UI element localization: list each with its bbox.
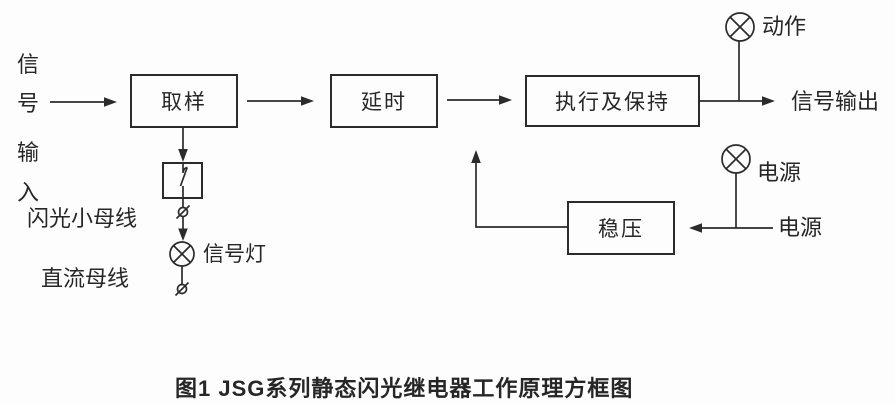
action-lamp-icon (725, 12, 755, 42)
block-voltage-regulator: 稳压 (567, 201, 675, 255)
block-voltage-regulator-label: 稳压 (598, 218, 644, 241)
label-signal-lamp: 信号灯 (203, 243, 266, 266)
block-execute-hold-label: 执行及保持 (555, 91, 670, 114)
block-delay-label: 延时 (361, 91, 407, 114)
label-power-lamp: 电源 (757, 160, 802, 185)
arrow-sampling-down (178, 128, 188, 162)
label-flash-small-bus: 闪光小母线 (27, 206, 138, 231)
switch-contact-icon (162, 162, 203, 207)
label-action-lamp: 动作 (762, 14, 807, 39)
arrow-regulator-feedback (471, 150, 567, 228)
arrow-delay-to-execute (447, 95, 512, 105)
power-lamp-icon (721, 144, 751, 174)
block-execute-hold: 执行及保持 (525, 75, 700, 127)
signal-input-char: 入 (17, 180, 40, 205)
block-delay: 延时 (330, 74, 438, 128)
arrow-execute-to-output (700, 41, 775, 106)
label-power-source: 电源 (778, 215, 823, 240)
block-sampling: 取样 (130, 74, 238, 128)
arrow-power-to-regulator (689, 173, 773, 233)
arrow-to-signal-lamp (178, 217, 188, 241)
label-dc-bus: 直流母线 (41, 266, 130, 291)
signal-input-char: 信 (17, 52, 40, 77)
signal-lamp-icon (169, 241, 195, 267)
arrow-sampling-to-delay (247, 96, 314, 106)
slashed-terminal-icon (174, 266, 190, 297)
slashed-terminal-icon (175, 204, 191, 220)
signal-input-char: 输 (17, 140, 40, 165)
signal-input-char: 号 (17, 91, 40, 116)
arrow-signal-input (50, 97, 117, 107)
block-sampling-label: 取样 (161, 91, 207, 114)
label-signal-output: 信号输出 (791, 89, 880, 114)
label-signal-input: 信 号 输 入 (17, 0, 41, 210)
figure-caption: 图1 JSG系列静态闪光继电器工作原理方框图 (175, 376, 634, 401)
